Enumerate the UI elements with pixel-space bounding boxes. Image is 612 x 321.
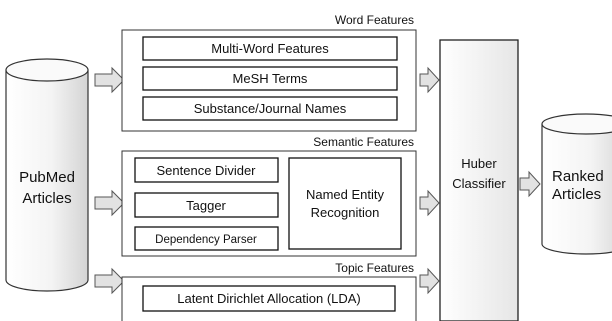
pubmed-label-line2: Articles [22, 190, 71, 207]
ranked-cylinder-body [541, 124, 612, 255]
arrow-pubmed-to-word [94, 66, 125, 94]
arrow-pubmed-to-semantic [94, 189, 125, 217]
substance-journal-names-label: Substance/Journal Names [194, 101, 347, 116]
huber-classifier-line1: Huber [461, 156, 497, 171]
multi-word-features-label: Multi-Word Features [211, 41, 329, 56]
semantic-features-group: Semantic Features Sentence Divider Tagge… [121, 135, 417, 257]
ranked-label-line2: Articles [552, 186, 601, 203]
word-features-title: Word Features [335, 13, 414, 27]
mesh-terms-label: MeSH Terms [233, 71, 308, 86]
huber-classifier-box [439, 39, 519, 321]
ranked-cylinder-top [541, 113, 612, 135]
named-entity-recognition-box [288, 157, 402, 250]
mesh-terms-box [142, 66, 398, 91]
ranked-articles-database: Ranked Articles [541, 113, 612, 255]
arrow-semantic-to-classifier [419, 189, 440, 217]
dependency-parser-label: Dependency Parser [155, 234, 257, 246]
tagger-label: Tagger [186, 198, 226, 213]
ranked-label-line1: Ranked [552, 168, 604, 185]
sentence-divider-box [134, 157, 279, 183]
pubmed-label-line1: PubMed [19, 169, 75, 186]
semantic-features-title: Semantic Features [313, 135, 414, 149]
arrow-topic-to-classifier [419, 267, 440, 295]
multi-word-features-box [142, 36, 398, 61]
pubmed-articles-database: PubMed Articles [5, 58, 89, 292]
pubmed-cylinder-top [5, 58, 89, 82]
word-features-group: Word Features Multi-Word Features MeSH T… [121, 13, 417, 132]
tagger-box [134, 192, 279, 218]
named-entity-recognition-line2: Recognition [311, 205, 380, 220]
lda-label: Latent Dirichlet Allocation (LDA) [177, 291, 361, 306]
dependency-parser-box [134, 226, 279, 251]
named-entity-recognition-line1: Named Entity [306, 187, 385, 202]
arrow-word-to-classifier [419, 66, 440, 94]
substance-journal-names-box [142, 96, 398, 121]
sentence-divider-label: Sentence Divider [157, 163, 257, 178]
arrow-classifier-to-ranked [519, 170, 541, 198]
topic-features-group: Topic Features Latent Dirichlet Allocati… [121, 261, 417, 321]
huber-classifier-line2: Classifier [452, 176, 506, 191]
topic-features-title: Topic Features [335, 261, 414, 275]
huber-classifier: Huber Classifier [439, 39, 519, 321]
pubmed-cylinder-body [5, 70, 89, 292]
lda-box [142, 285, 396, 312]
arrow-pubmed-to-topic [94, 267, 125, 295]
